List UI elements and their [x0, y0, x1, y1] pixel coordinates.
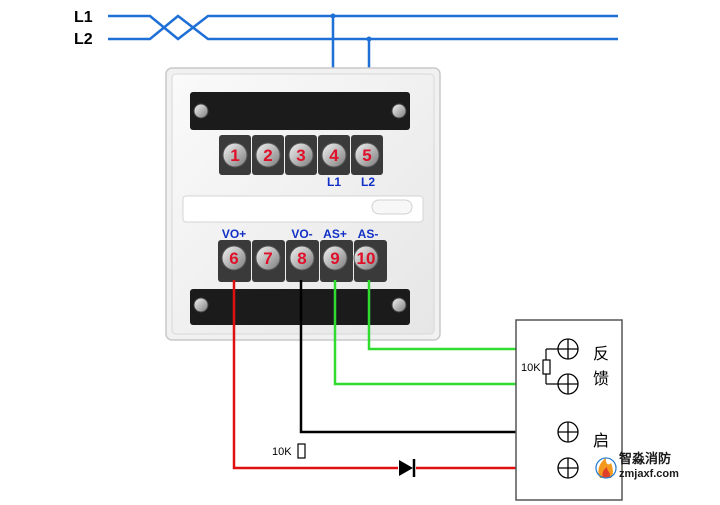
feedback-label-char-2: 馈 [593, 369, 609, 388]
feedback-label-char-1: 反 [593, 344, 609, 363]
flame-logo-icon [595, 457, 617, 479]
l2-junction [366, 36, 372, 42]
terminal-number: 10 [357, 249, 376, 268]
vo-plus-wire [232, 280, 398, 470]
terminal-number: 7 [263, 249, 272, 268]
bus-l1-wire [108, 14, 618, 41]
top-terminal-strip [190, 92, 410, 130]
terminal-4-label: L1 [327, 175, 341, 189]
terminal-7[interactable]: 7 [252, 240, 285, 282]
terminal-8[interactable]: 8 [286, 240, 319, 282]
line-resistor-label: 10K [272, 446, 292, 458]
bottom-left-mount-screw [193, 297, 209, 313]
bottom-terminals: VO+ VO- AS+ AS- 6 7 8 9 10 [218, 227, 387, 282]
vo-minus-wire [299, 280, 568, 434]
bottom-right-mount-screw [391, 297, 407, 313]
line-resistor [297, 443, 306, 459]
feedback-resistor-label: 10K [521, 362, 541, 374]
start-terminal-2[interactable] [557, 457, 579, 479]
terminal-number: 3 [296, 146, 305, 165]
logo: 智淼消防 zmjaxf.com [595, 451, 679, 480]
l1-junction [330, 13, 336, 19]
terminal-number: 2 [263, 146, 272, 165]
terminal-3[interactable]: 3 [285, 135, 317, 175]
terminal-4[interactable]: 4 [318, 135, 350, 175]
terminal-number: 1 [230, 146, 239, 165]
top-terminals: 1 2 3 4 5 L1 L2 [219, 135, 383, 189]
terminal-5-label: L2 [361, 175, 375, 189]
feedback-terminal-1[interactable] [557, 338, 579, 360]
diode [399, 459, 416, 477]
terminal-1[interactable]: 1 [219, 135, 251, 175]
as-plus-wire [333, 280, 568, 386]
terminal-9[interactable]: 9 [320, 240, 353, 282]
terminal-number: 8 [297, 249, 306, 268]
l1-label: L1 [74, 9, 93, 26]
terminal-number: 9 [330, 249, 339, 268]
as-minus-wire [367, 280, 568, 351]
terminal-9-label: AS+ [323, 227, 347, 241]
terminal-number: 6 [229, 249, 238, 268]
feedback-terminal-2[interactable] [557, 373, 579, 395]
terminal-2[interactable]: 2 [252, 135, 284, 175]
bus-l2-wire [108, 14, 618, 41]
top-right-mount-screw [391, 103, 407, 119]
start-terminal-1[interactable] [557, 421, 579, 443]
terminal-6[interactable]: 6 [218, 240, 251, 282]
terminal-5[interactable]: 5 [351, 135, 383, 175]
logo-url: zmjaxf.com [619, 468, 679, 480]
start-label: 启 [593, 431, 609, 450]
terminal-number: 4 [329, 146, 339, 165]
logo-name: 智淼消防 [619, 451, 671, 467]
top-left-mount-screw [193, 103, 209, 119]
terminal-6-label: VO+ [222, 227, 246, 241]
l2-label: L2 [74, 31, 93, 48]
terminal-number: 5 [362, 146, 371, 165]
terminal-10-label: AS- [358, 227, 379, 241]
module-slot [182, 195, 424, 223]
module-box [165, 67, 441, 341]
feedback-resistor [542, 359, 551, 375]
terminal-8-label: VO- [291, 227, 312, 241]
terminal-10[interactable]: 10 [353, 240, 387, 282]
